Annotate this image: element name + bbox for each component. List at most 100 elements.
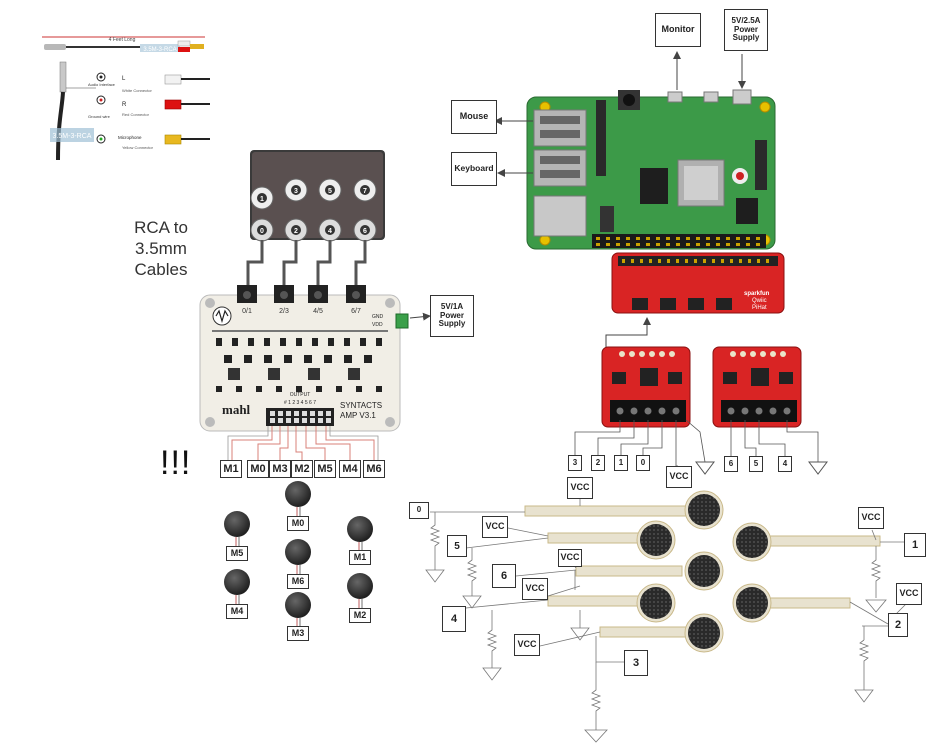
motor-m5 (224, 511, 250, 546)
amp-version: AMP V3.1 (340, 411, 376, 420)
raspberry-pi-board (526, 89, 776, 250)
vcc-box-0: VCC (567, 477, 593, 499)
motor-m4 (224, 569, 250, 604)
sensor-label-1: 1 (904, 533, 926, 557)
header-label-m3: M3 (269, 460, 291, 478)
monitor-box: Monitor (655, 13, 701, 47)
cable-right-label: R (122, 102, 127, 108)
adc-channel-2: 2 (591, 455, 605, 471)
amp-vdd-label: VDD (372, 322, 383, 328)
motor-label-m1: M1 (349, 550, 371, 565)
motor-m1 (347, 516, 373, 550)
motor-m0 (285, 481, 311, 516)
amp-jack-label-23: 2/3 (279, 308, 289, 315)
sensor-label-6: 6 (492, 564, 516, 588)
keyboard-box: Keyboard (451, 152, 497, 186)
amp-output-pins: # 1 2 3 4 5 6 7 (284, 400, 316, 406)
amp-gnd-label: GND (372, 314, 384, 320)
adc-channel-0: 0 (636, 455, 650, 471)
adc-channel-1: 1 (614, 455, 628, 471)
jack-number-7: 7 (363, 188, 367, 195)
motor-label-m3: M3 (287, 626, 309, 641)
pihat-brand: sparkfun (744, 291, 770, 297)
motor-label-m2: M2 (349, 608, 371, 623)
pihat-name-2: PiHat (752, 305, 767, 311)
fsr-sensors (524, 490, 881, 653)
mahl-logo: mahl (222, 402, 251, 417)
header-label-m1: M1 (220, 460, 242, 478)
adc-channel-3: 3 (568, 455, 582, 471)
adc-channel-6: 6 (724, 456, 738, 472)
motor-label-m6: M6 (287, 574, 309, 589)
vcc-box-2: VCC (896, 583, 922, 605)
header-label-m0: M0 (247, 460, 269, 478)
vcc-box-3: VCC (514, 634, 540, 656)
fsr-4 (636, 583, 676, 623)
sensor-label-5: 5 (447, 535, 467, 557)
vcc-box-6: VCC (558, 549, 582, 567)
rca-jack-block: 1 3 5 7 0 2 4 6 (246, 150, 385, 290)
cable-left-label: L (122, 76, 126, 82)
ground-wire-label: Ground wire (88, 114, 111, 119)
warning-exclamation: !!! (160, 444, 192, 482)
cable-note: RCA to 3.5mm Cables (134, 218, 188, 279)
amp-jack-label-67: 6/7 (351, 308, 361, 315)
sensor-label-3: 3 (624, 650, 648, 676)
header-label-m4: M4 (339, 460, 361, 478)
motor-label-m0: M0 (287, 516, 309, 531)
mouse-box: Mouse (451, 100, 497, 134)
cable-watermark-bottom: 3.5M-3-RCA (53, 133, 92, 140)
cable-watermark-top: 3.5M-3-RCA (143, 47, 176, 53)
motor-m3 (285, 592, 311, 626)
sensor-label-4: 4 (442, 606, 466, 632)
audio-interface-label: Audio Interface (88, 82, 116, 87)
amp-output-label: OUTPUT (290, 392, 311, 398)
adc-channel-4: 4 (778, 456, 792, 472)
vcc-box-5: VCC (482, 516, 508, 538)
motor-m6 (285, 539, 311, 574)
amp-name: SYNTACTS (340, 401, 382, 410)
amp-power-supply-box: 5V/1A Power Supply (430, 295, 474, 337)
header-label-m5: M5 (314, 460, 336, 478)
header-label-m2: M2 (291, 460, 313, 478)
amp-power-connector (409, 312, 431, 321)
jack-number-6: 6 (363, 228, 367, 235)
cable-right-desc: Red Connector (122, 112, 150, 117)
jack-number-1: 1 (260, 196, 264, 203)
jack-number-0: 0 (260, 228, 264, 235)
vcc-box-adc: VCC (666, 466, 692, 488)
cable-mic-label: Microphone (118, 135, 142, 140)
adc-channel-5: 5 (749, 456, 763, 472)
fsr-2 (732, 583, 772, 623)
adc-board-left (601, 346, 691, 428)
fsr-0 (684, 490, 724, 530)
rca-cable-image: 4 Feet Long 3.5M-3-RCA 3.5M-3-RCA Audio … (42, 36, 210, 161)
motor-m2 (347, 573, 373, 608)
adc-board-right (712, 346, 802, 428)
fsr-6 (684, 551, 724, 591)
sensor-label-0: 0 (409, 502, 429, 519)
motor-output-wires (231, 426, 375, 460)
header-label-m6: M6 (363, 460, 385, 478)
fsr-1 (732, 522, 772, 562)
fsr-3 (684, 613, 724, 653)
syntacts-amp-board: 0/1 2/3 4/5 6/7 mahl SYNTACTS AMP V3.1 O… (199, 285, 409, 432)
motor-label-m5: M5 (226, 546, 248, 561)
jack-number-2: 2 (294, 228, 298, 235)
cable-mic-desc: Yellow Connector (122, 145, 154, 150)
vcc-box-1: VCC (858, 507, 884, 529)
pihat-name-1: Qwiic (752, 298, 767, 304)
qwiic-pihat: sparkfun Qwiic PiHat (611, 252, 785, 314)
jack-number-3: 3 (294, 188, 298, 195)
vcc-box-4: VCC (522, 578, 548, 600)
cable-left-desc: White Connector (122, 88, 152, 93)
amp-jack-label-45: 4/5 (313, 308, 323, 315)
amp-jack-label-01: 0/1 (242, 308, 252, 315)
fsr-5 (636, 520, 676, 560)
pi-power-supply-box: 5V/2.5A Power Supply (724, 9, 768, 51)
jack-number-5: 5 (328, 188, 332, 195)
motor-label-m4: M4 (226, 604, 248, 619)
jack-number-4: 4 (328, 228, 332, 235)
